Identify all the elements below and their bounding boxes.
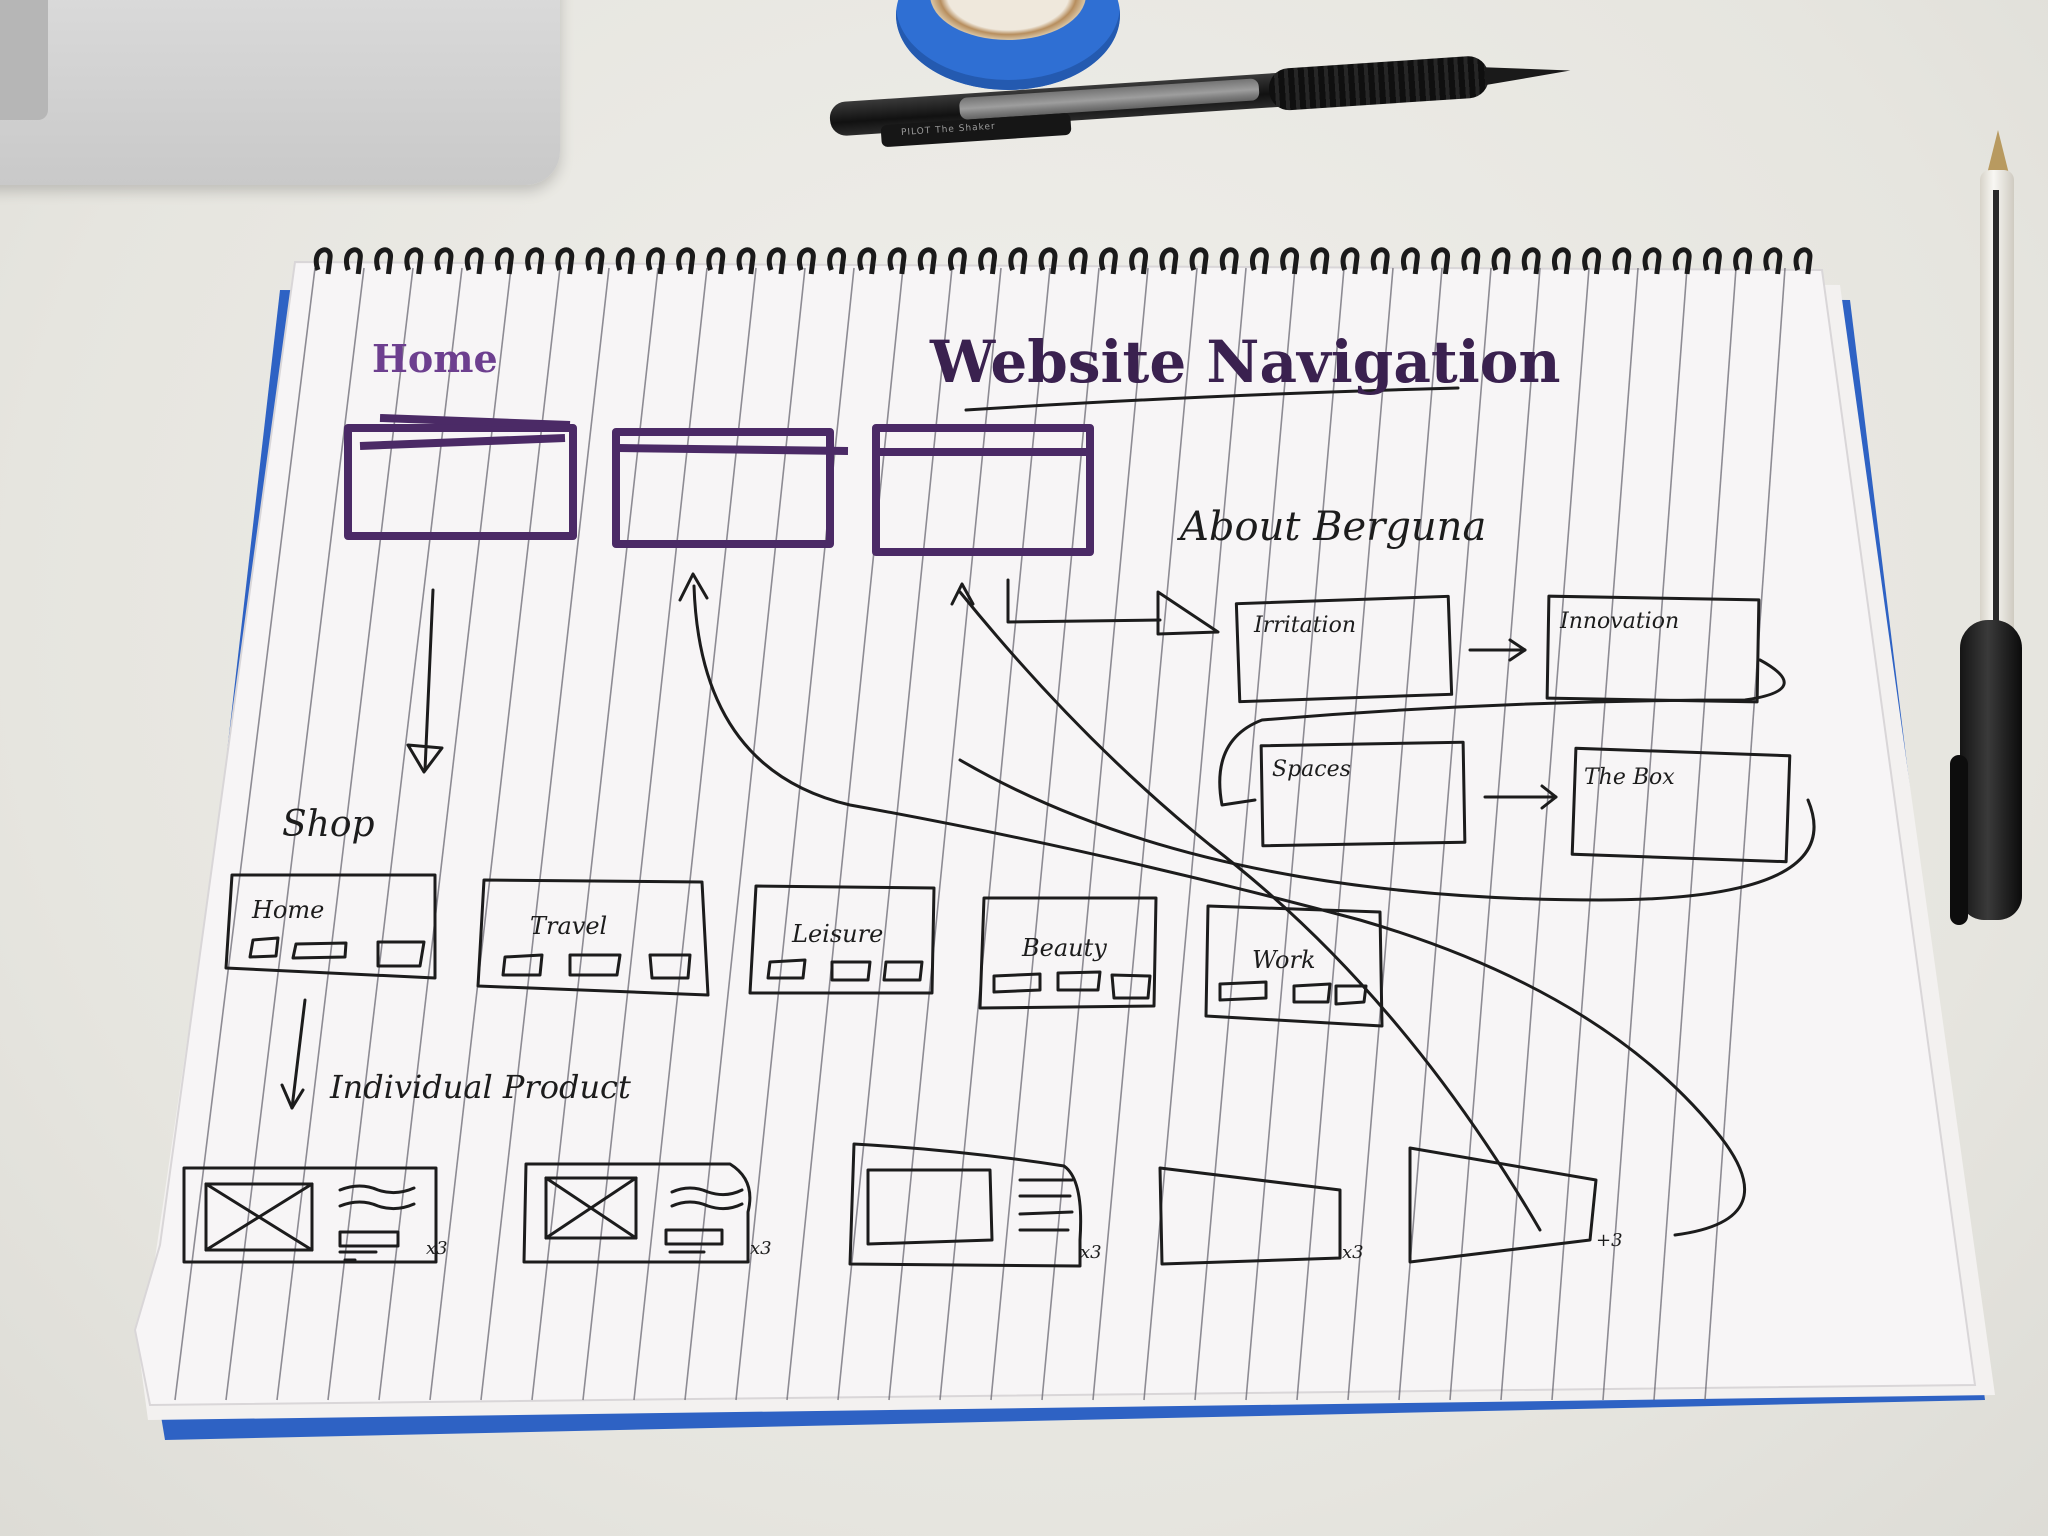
- about-box-3: [1259, 740, 1467, 848]
- spiral-coil: [1219, 247, 1239, 275]
- individual-heading: Individual Product: [329, 1068, 631, 1106]
- spiral-coil: [495, 247, 514, 275]
- pen-ink-tube: [1993, 190, 1999, 650]
- pen-cap-clip: [1950, 755, 1968, 925]
- spiral-coil: [1733, 247, 1752, 275]
- shop-label-4: Beauty: [1021, 934, 1107, 962]
- spiral-coil: [1582, 247, 1601, 275]
- spiral-coil: [404, 247, 424, 275]
- spiral-coil: [1521, 247, 1541, 275]
- spiral-coil: [1552, 247, 1571, 275]
- spiral-coil: [464, 247, 484, 275]
- home-frame-1: [344, 424, 577, 540]
- spiral-coil: [1793, 247, 1813, 275]
- shop-heading: Shop: [282, 804, 375, 845]
- spiral-coil: [736, 247, 756, 275]
- paper-page: [133, 260, 1977, 1407]
- about-loop-1: [1218, 658, 1786, 807]
- spiral-coil: [1129, 247, 1148, 275]
- spiral-binding: [313, 247, 1813, 275]
- about-label-2: Innovation: [1559, 609, 1679, 634]
- spiral-coil: [1189, 247, 1209, 275]
- spiral-coil: [1703, 247, 1722, 275]
- spiral-coil: [857, 247, 877, 275]
- sheet-text: Website Navigation Home About Berguna Sh…: [251, 328, 1679, 1263]
- product-multiplier-2: x3: [750, 1238, 772, 1259]
- return-curve-2: [958, 590, 1542, 1232]
- spiral-coil: [1401, 247, 1420, 275]
- spiral-coil: [1250, 247, 1269, 275]
- return-arrowhead-2: [950, 582, 975, 606]
- home-wireframes: [344, 414, 1094, 556]
- spiral-coil: [1340, 247, 1360, 275]
- product-frames: [182, 1142, 1598, 1268]
- spiral-coil: [1099, 247, 1118, 275]
- shop-label-2: Travel: [530, 912, 607, 940]
- spiral-coil: [1068, 247, 1088, 275]
- spiral-coil: [374, 247, 393, 275]
- spiral-coil: [1370, 247, 1390, 275]
- spiral-coil: [1431, 247, 1450, 275]
- about-box-4: [1570, 746, 1792, 864]
- spiral-coil: [1763, 247, 1783, 275]
- spiral-coil: [1038, 247, 1058, 275]
- spiral-coil: [434, 247, 454, 275]
- product-multiplier-1: x3: [426, 1238, 448, 1259]
- spiral-coil: [1461, 247, 1481, 275]
- spiral-coil: [827, 247, 846, 275]
- spiral-coil: [1672, 247, 1692, 275]
- spiral-coil: [797, 247, 816, 275]
- to-about-arrow: [1006, 578, 1162, 624]
- product-multiplier-3: x3: [1080, 1242, 1102, 1263]
- shop-to-product-arrow: [290, 998, 307, 1110]
- about-label-3: Spaces: [1272, 757, 1351, 782]
- spiral-coil: [948, 247, 967, 275]
- spiral-coil: [646, 247, 665, 275]
- spiral-coil: [585, 247, 605, 275]
- home-frame-2: [612, 428, 834, 548]
- laptop-corner: [0, 0, 560, 185]
- about-label-1: Irritation: [1253, 613, 1356, 638]
- title-underline: [964, 386, 1460, 412]
- home-heading: Home: [372, 336, 498, 381]
- shop-frames: [224, 873, 1384, 1028]
- home-to-shop-arrow: [423, 588, 435, 772]
- spiral-coil: [978, 247, 997, 275]
- return-arrowhead-1: [678, 572, 709, 602]
- shop-label-1: Home: [251, 896, 324, 924]
- spiral-coil: [313, 247, 333, 275]
- ink-drawings: [182, 386, 1816, 1268]
- spiral-coil: [1008, 247, 1028, 275]
- spiral-coil: [766, 247, 786, 275]
- shop-label-5: Work: [1252, 946, 1316, 974]
- ballpoint-pen: [1950, 130, 2030, 950]
- spiral-coil: [1612, 247, 1632, 275]
- about-heading: About Berguna: [1176, 504, 1486, 550]
- about-loop-2: [958, 758, 1816, 902]
- spiral-coil: [615, 247, 635, 275]
- pen-cap: [1960, 620, 2022, 920]
- product-multiplier-4: x3: [1342, 1242, 1364, 1263]
- spiral-coil: [917, 247, 937, 275]
- title-text: Website Navigation: [929, 328, 1561, 396]
- spiral-coil: [344, 247, 363, 275]
- about-box-1: [1234, 594, 1454, 704]
- spiral-coil: [1491, 247, 1511, 275]
- return-curve-1: [692, 584, 1746, 1237]
- laptop-edge: [0, 0, 48, 120]
- spiral-coil: [706, 247, 726, 275]
- spiral-coil: [525, 247, 544, 275]
- spiral-coil: [1310, 247, 1330, 275]
- spiral-coil: [676, 247, 695, 275]
- spiral-coil: [555, 247, 575, 275]
- home-frame-3: [872, 424, 1094, 556]
- product-multiplier-5: +3: [1596, 1230, 1623, 1251]
- spiral-coil: [887, 247, 907, 275]
- spiral-coil: [1280, 247, 1299, 275]
- spiral-coil: [1159, 247, 1179, 275]
- shop-label-3: Leisure: [791, 920, 883, 948]
- about-label-4: The Box: [1584, 765, 1675, 790]
- spiral-coil: [1642, 247, 1662, 275]
